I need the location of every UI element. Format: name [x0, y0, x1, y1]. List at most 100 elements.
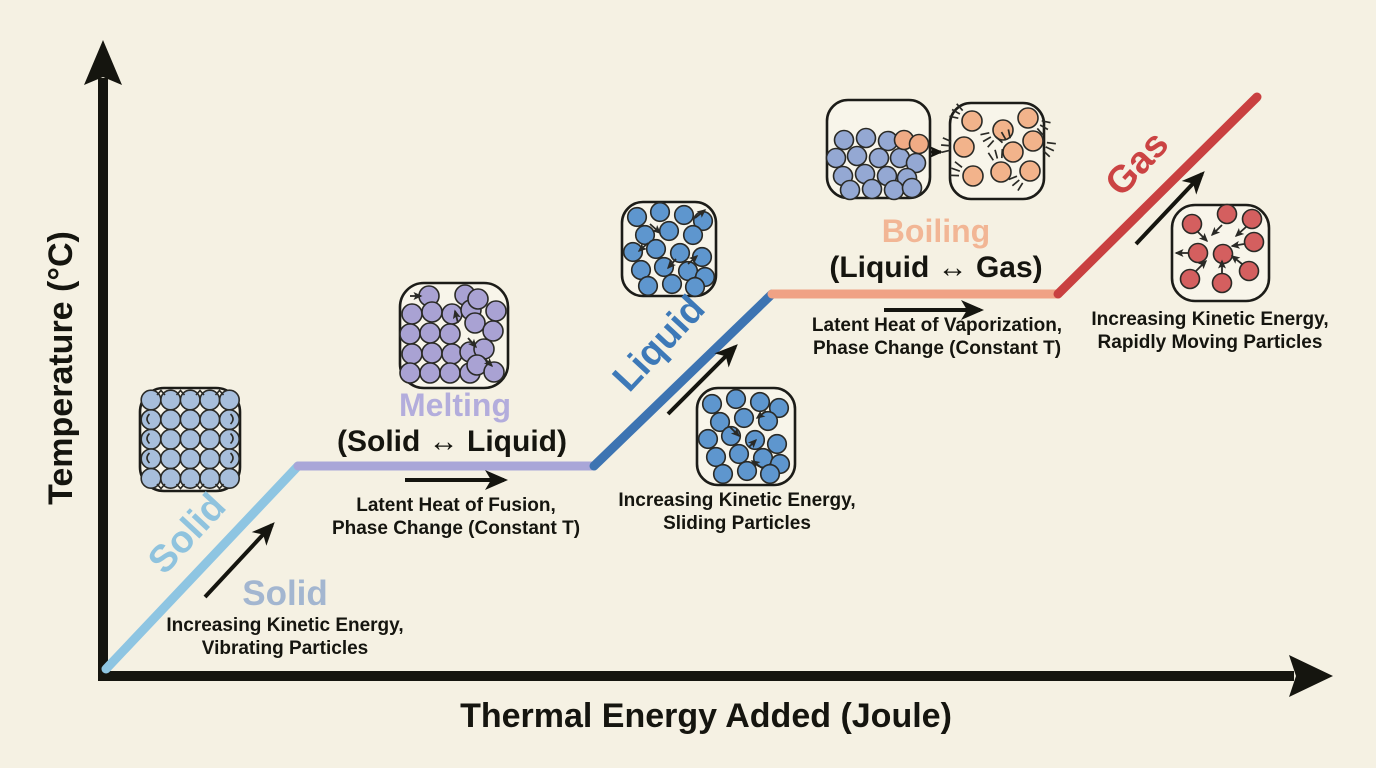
particle	[441, 343, 463, 365]
motion-arrow-icon	[467, 337, 477, 349]
solid-particles-icon	[138, 386, 242, 493]
particle	[868, 147, 890, 169]
motion-trail-icon	[994, 149, 999, 159]
motion-arrow-icon	[483, 357, 494, 368]
particle	[1002, 141, 1024, 163]
particle	[766, 433, 788, 455]
particle	[1181, 213, 1203, 235]
liquid-particles-top-icon	[620, 200, 718, 298]
particle	[725, 388, 747, 410]
motion-trail-icon	[1045, 146, 1055, 152]
particle	[1211, 272, 1233, 294]
gas-desc-line2: Rapidly Moving Particles	[1098, 332, 1323, 353]
motion-trail-icon	[982, 136, 992, 143]
particle	[673, 204, 695, 226]
particle	[669, 242, 691, 264]
particle	[697, 428, 719, 450]
motion-arrow-icon	[694, 209, 707, 219]
particle	[1022, 130, 1044, 152]
motion-arrow-icon	[687, 255, 699, 265]
motion-trail-icon	[1007, 129, 1012, 139]
particle	[622, 241, 644, 263]
particle	[160, 409, 182, 431]
particle	[1216, 203, 1238, 225]
particle	[839, 179, 861, 201]
particle	[218, 409, 240, 431]
motion-trail-icon	[954, 161, 963, 168]
liquid-particles-lower-icon	[695, 386, 797, 487]
particle	[720, 425, 742, 447]
motion-arrow-icon	[1230, 255, 1243, 265]
motion-trail-icon	[941, 149, 951, 154]
particle	[861, 178, 883, 200]
particle	[701, 393, 723, 415]
motion-trail-icon	[980, 131, 990, 136]
melting-heading: Melting	[399, 387, 511, 423]
particle	[464, 312, 486, 334]
particle	[649, 201, 671, 223]
gas-desc-line1: Increasing Kinetic Energy,	[1091, 309, 1328, 330]
particle	[990, 161, 1012, 183]
particle	[749, 391, 771, 413]
particle	[160, 428, 182, 450]
particle	[682, 224, 704, 246]
motion-trail-icon	[987, 152, 995, 161]
motion-trail-icon	[941, 144, 951, 147]
liquid-desc-line1: Increasing Kinetic Energy,	[618, 490, 855, 511]
particle	[401, 343, 423, 365]
particle	[399, 323, 421, 345]
particle	[179, 448, 201, 470]
particle	[953, 136, 975, 158]
liquid-rise-arrow-icon	[666, 344, 738, 416]
motion-arrow-icon	[729, 426, 741, 438]
particle	[140, 409, 162, 431]
motion-trail-icon	[1017, 182, 1024, 192]
motion-arrow-icon	[667, 258, 677, 270]
motion-trail-icon	[995, 136, 1004, 144]
solid-heading: Solid	[242, 574, 328, 613]
particle	[768, 397, 790, 419]
particle	[218, 448, 240, 470]
gas-particles-icon	[1170, 203, 1271, 303]
motion-arrow-icon	[747, 438, 758, 449]
motion-trail-icon	[1046, 141, 1056, 145]
motion-trail-icon	[956, 103, 964, 112]
particle	[961, 110, 983, 132]
boiling-liquid-box-icon	[825, 98, 932, 201]
particle	[482, 320, 504, 342]
particle	[684, 276, 706, 298]
particle	[399, 362, 421, 384]
particle	[419, 322, 441, 344]
particle	[485, 300, 507, 322]
particle-illustrations	[138, 98, 1271, 493]
curve-segment-solid	[101, 461, 303, 674]
solid-rise-arrow-icon	[203, 522, 275, 599]
particle	[419, 362, 441, 384]
particle	[1212, 243, 1234, 265]
motion-trail-icon	[1008, 175, 1018, 181]
gas-rise-arrow-icon	[1134, 171, 1205, 246]
particle	[1019, 160, 1041, 182]
particle	[421, 301, 443, 323]
particle	[637, 275, 659, 297]
particle	[705, 446, 727, 468]
particle	[179, 409, 201, 431]
particle	[218, 428, 240, 450]
particle	[846, 145, 868, 167]
particle	[855, 127, 877, 149]
particle	[199, 409, 221, 431]
particle	[1017, 107, 1039, 129]
particle	[401, 303, 423, 325]
motion-arrow-icon	[1196, 230, 1209, 243]
particle	[759, 463, 781, 485]
heating-curve	[101, 92, 1262, 674]
motion-trail-icon	[951, 167, 961, 173]
motion-trail-icon	[951, 108, 961, 115]
particle	[709, 411, 731, 433]
particle	[140, 448, 162, 470]
fusion-desc-line1: Latent Heat of Fusion,	[356, 495, 556, 516]
y-axis-arrowhead-icon	[84, 40, 122, 85]
particle	[483, 361, 505, 383]
